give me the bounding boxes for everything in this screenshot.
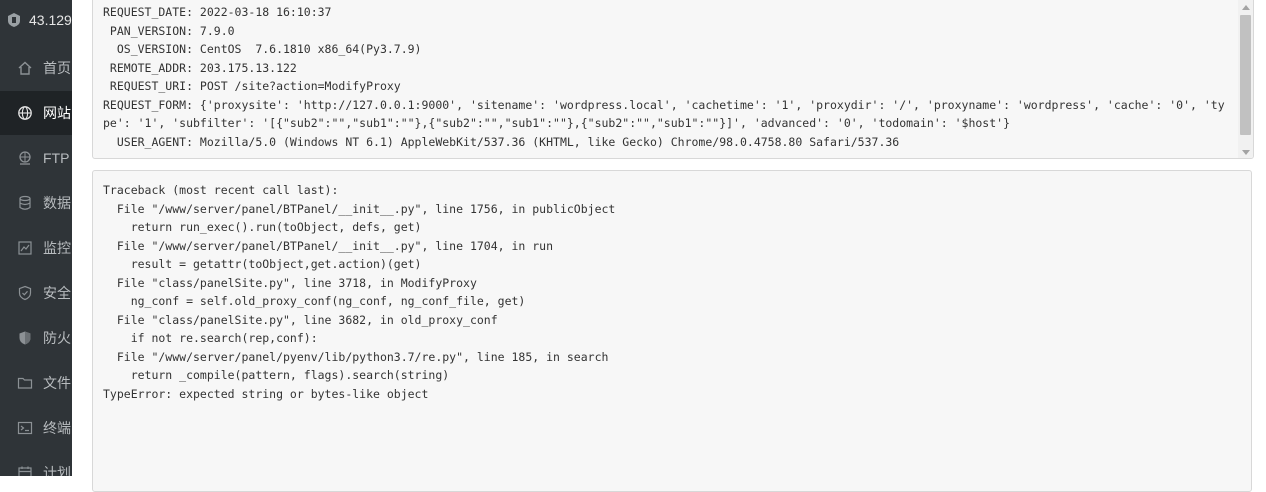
sidebar-item-label: 数据 — [43, 195, 71, 211]
error-message-line: TypeError: expected string or bytes-like… — [103, 386, 429, 401]
traceback-line: if not re.search(rep,conf): — [103, 331, 318, 345]
calendar-icon — [17, 465, 33, 476]
sidebar-item-ftp[interactable]: FTP — [0, 136, 72, 180]
request-panel-scrollbar[interactable] — [1238, 0, 1253, 158]
monitor-icon — [17, 240, 33, 256]
sidebar-item-database[interactable]: 数据 — [0, 181, 72, 225]
sidebar-item-label: 网站 — [43, 105, 71, 121]
traceback-line: Traceback (most recent call last): — [103, 183, 339, 197]
sidebar-item-label: 首页 — [43, 60, 71, 76]
sidebar-item-files[interactable]: 文件 — [0, 361, 72, 405]
traceback-line: ng_conf = self.old_proxy_conf(ng_conf, n… — [103, 294, 526, 308]
sidebar-item-websites[interactable]: 网站 — [0, 91, 72, 135]
sidebar-item-home[interactable]: 首页 — [0, 46, 72, 90]
request-date-line: REQUEST_DATE: 2022-03-18 16:10:37 — [103, 5, 332, 19]
sidebar: 43.129 首页 网站 FTP 数据 监控 安全 — [0, 0, 72, 476]
ftp-icon — [17, 150, 33, 166]
home-icon — [17, 60, 33, 76]
scrollbar-thumb[interactable] — [1240, 15, 1251, 135]
sidebar-item-label: 安全 — [43, 285, 71, 301]
sidebar-item-firewall[interactable]: 防火 — [0, 316, 72, 360]
sidebar-item-label: 终端 — [43, 420, 71, 436]
sidebar-item-cron[interactable]: 计划 — [0, 451, 72, 476]
sidebar-item-label: 防火 — [43, 330, 71, 346]
traceback-line: return run_exec().run(toObject, defs, ge… — [103, 220, 422, 234]
request-info-panel[interactable]: REQUEST_DATE: 2022-03-18 16:10:37 PAN_VE… — [92, 0, 1254, 159]
traceback-line: File "/www/server/panel/BTPanel/__init__… — [103, 238, 554, 253]
globe-icon — [17, 105, 33, 121]
firewall-shield-icon — [17, 330, 33, 346]
traceback-line: File "class/panelSite.py", line 3682, in… — [103, 312, 498, 327]
server-ip: 43.129 — [29, 12, 72, 28]
user-agent-line: USER_AGENT: Mozilla/5.0 (Windows NT 6.1)… — [103, 134, 900, 149]
error-dialog: REQUEST_DATE: 2022-03-18 16:10:37 PAN_VE… — [72, 0, 1266, 492]
panel-version-line: PAN_VERSION: 7.9.0 — [103, 23, 235, 38]
sidebar-item-label: 文件 — [43, 375, 71, 391]
traceback-line: return _compile(pattern, flags).search(s… — [103, 368, 450, 382]
traceback-line: File "class/panelSite.py", line 3718, in… — [103, 275, 477, 290]
request-form-line: REQUEST_FORM: {'proxysite': 'http://127.… — [103, 97, 1225, 131]
scroll-up-arrow-icon[interactable] — [1238, 1, 1253, 13]
traceback-line: File "/www/server/panel/BTPanel/__init__… — [103, 201, 616, 216]
sidebar-item-security[interactable]: 安全 — [0, 271, 72, 315]
shield-check-icon — [17, 285, 33, 301]
sidebar-item-terminal[interactable]: 终端 — [0, 406, 72, 450]
sidebar-item-label: 计划 — [43, 465, 71, 476]
remote-addr-line: REMOTE_ADDR: 203.175.13.122 — [103, 60, 297, 75]
request-info-text: REQUEST_DATE: 2022-03-18 16:10:37 PAN_VE… — [103, 3, 1231, 151]
traceback-line: result = getattr(toObject,get.action)(ge… — [103, 257, 422, 271]
panel-logo-icon — [8, 13, 20, 27]
os-version-line: OS_VERSION: CentOS 7.6.1810 x86_64(Py3.7… — [103, 42, 422, 56]
terminal-icon — [17, 420, 33, 436]
traceback-line: File "/www/server/panel/pyenv/lib/python… — [103, 349, 609, 364]
sidebar-header: 43.129 — [0, 0, 72, 40]
scroll-down-arrow-icon[interactable] — [1238, 146, 1253, 158]
sidebar-item-label: FTP — [43, 150, 70, 166]
request-uri-line: REQUEST_URI: POST /site?action=ModifyPro… — [103, 79, 401, 93]
folder-icon — [17, 375, 33, 391]
sidebar-item-monitor[interactable]: 监控 — [0, 226, 72, 270]
sidebar-item-label: 监控 — [43, 240, 71, 256]
traceback-panel[interactable]: Traceback (most recent call last): File … — [92, 170, 1252, 492]
database-icon — [17, 195, 33, 211]
traceback-text: Traceback (most recent call last): File … — [103, 181, 615, 403]
